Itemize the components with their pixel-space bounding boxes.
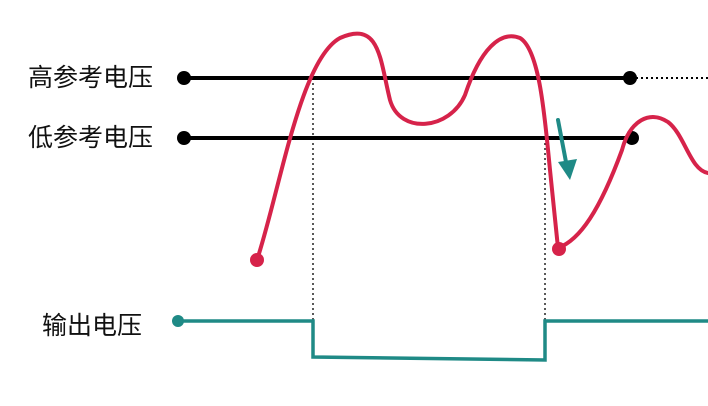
input-signal-start-dot (250, 253, 264, 267)
high-reference-end-dot (623, 71, 637, 85)
high-reference-start-dot (177, 71, 191, 85)
low-reference-label: 低参考电压 (28, 123, 154, 152)
input-signal-wave (255, 31, 708, 262)
input-signal-turn-dot (552, 242, 566, 256)
high-reference-label: 高参考电压 (28, 63, 154, 92)
output-voltage-label: 输出电压 (42, 311, 143, 340)
down-arrow-icon (556, 118, 577, 180)
output-square-wave (178, 319, 708, 362)
low-reference-start-dot (177, 131, 191, 145)
